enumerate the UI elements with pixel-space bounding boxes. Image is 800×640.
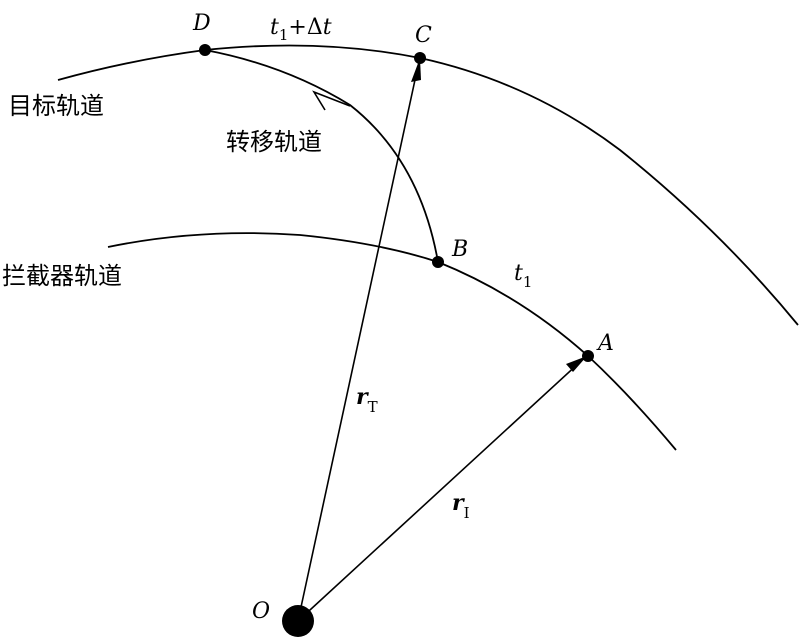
label-t1: t1	[514, 261, 532, 291]
label-b: B	[451, 237, 468, 262]
point-b-dot	[432, 256, 444, 268]
vector-rt-arrowhead	[411, 58, 421, 82]
label-d: D	[192, 11, 211, 36]
vector-ri-line	[297, 361, 581, 622]
target-orbit-curve	[57, 44, 799, 326]
label-a: A	[596, 331, 614, 356]
label-ri: rI	[452, 490, 470, 522]
label-o: O	[252, 599, 270, 624]
origin-o-dot	[282, 605, 314, 637]
interceptor-orbit-curve	[107, 232, 677, 451]
transfer-orbit-curve	[204, 49, 439, 263]
label-transfer-orbit: 转移轨道	[226, 128, 322, 156]
label-target-orbit: 目标轨道	[8, 92, 104, 120]
vector-rt-line	[297, 65, 419, 622]
vector-ri-arrowhead	[566, 356, 587, 372]
label-t1-dt: t1+Δt	[270, 15, 332, 44]
label-c: C	[415, 23, 432, 48]
label-interceptor-orbit: 拦截器轨道	[2, 262, 122, 290]
point-d-dot	[199, 44, 211, 56]
point-c-dot	[414, 52, 426, 64]
transfer-direction-arrow	[312, 90, 351, 111]
point-a-dot	[582, 350, 594, 362]
label-rt: rT	[356, 384, 378, 416]
